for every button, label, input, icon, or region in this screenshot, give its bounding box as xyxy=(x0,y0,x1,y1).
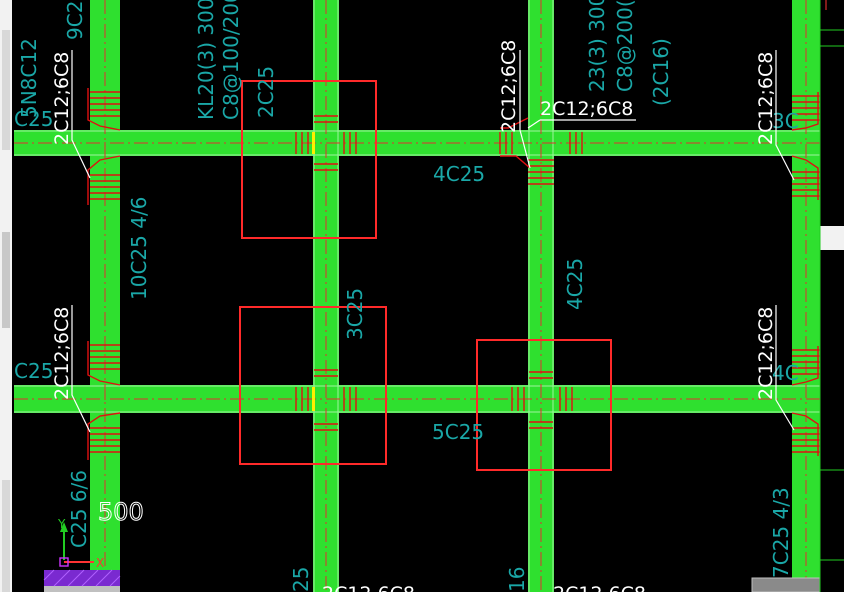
leader-line-4 xyxy=(527,119,636,129)
white-bottom-1: 2C12 6C8 xyxy=(322,583,415,592)
rebar-bend-left-bottom xyxy=(87,341,121,460)
ucs-icon: Y X xyxy=(57,517,104,570)
leader-line-6 xyxy=(775,305,795,431)
label-left-cut: 5N8C12 xyxy=(17,38,41,118)
beam-label-right-1: 23(3) 300 xyxy=(585,0,609,92)
label-10c25: 10C25 4/6 xyxy=(127,197,151,300)
label-left-cut-3: C25 xyxy=(14,359,53,383)
rebar-ticks-bottom-right-v xyxy=(529,371,553,429)
white-ann-5: 2C12;6C8 xyxy=(755,52,777,145)
leader-line-2 xyxy=(71,305,91,433)
label-left-bottom: C25 6/6 xyxy=(67,470,91,548)
right-guides xyxy=(819,0,844,592)
white-ann-1: 2C12;6C8 xyxy=(51,52,73,145)
beam-label-top: KL20(3) 300x xyxy=(194,0,218,120)
annotations-white: 2C12;6C8 2C12;6C8 2C12;6C8 2C12;6C8 2C12… xyxy=(51,40,777,592)
label-7c25: 7C25 4/3 xyxy=(769,487,793,578)
hatch-base xyxy=(44,586,120,592)
rebar-ticks-midright xyxy=(499,132,583,154)
rebar-ticks-bottom-mid xyxy=(295,387,357,411)
label-5c25: 5C25 xyxy=(432,420,484,444)
rebar-marks xyxy=(87,88,820,460)
leader-line-3 xyxy=(519,50,531,169)
beam-label-top-2: C8@100/200(2 xyxy=(219,0,243,120)
left-scrollbar[interactable] xyxy=(2,30,10,150)
rebar-ticks-bottom-mid-v xyxy=(314,369,338,431)
ucs-y-arrow xyxy=(60,522,68,532)
rebar-stirrups-left-top xyxy=(90,91,120,200)
selection-boxes xyxy=(239,80,612,471)
leader-line-1 xyxy=(71,50,91,179)
label-left-cut-2: C25 xyxy=(14,107,53,131)
label-4c25-col: 4C25 xyxy=(563,258,587,310)
leader-line-5 xyxy=(775,50,795,181)
rebar-stirrups-left-bottom xyxy=(90,344,120,453)
selection-box-1[interactable] xyxy=(241,80,377,239)
selection-box-3[interactable] xyxy=(476,339,612,471)
leader-lines xyxy=(71,50,795,433)
annotations-blue: KL20(3) 300x C8@100/200(2 2C25 4C25 5C25… xyxy=(14,0,799,592)
rebar-bend-midright xyxy=(500,117,531,169)
white-ann-3: 2C12;6C8 xyxy=(498,40,520,133)
beam-label-right-2: C8@200(2) xyxy=(613,0,637,92)
rebar-bend-right-bottom xyxy=(791,346,819,456)
rebar-bend-left-top xyxy=(87,88,121,205)
white-bottom-2: 2C12 6C8 xyxy=(553,583,646,592)
selection-box-2[interactable] xyxy=(239,306,387,465)
hatched-block-left xyxy=(43,569,121,592)
ucs-x-label: X xyxy=(96,556,104,570)
marker-yellow xyxy=(312,132,315,154)
rebar-ticks-top-mid-v xyxy=(314,115,338,171)
label-3c25: 3C25 xyxy=(343,288,367,340)
label-bottom-cut-2: 16 xyxy=(505,567,529,592)
white-ann-2: 2C12;6C8 xyxy=(51,307,73,400)
beam-label-top-3: 2C25 xyxy=(254,66,278,118)
rebar-stirrups-right-top xyxy=(792,95,820,197)
label-4c25-beam: 4C25 xyxy=(433,162,485,186)
rebar-ticks-top-mid xyxy=(295,132,357,154)
label-top-left-cut: 9C2 xyxy=(63,1,87,40)
rebar-bend-right-top xyxy=(791,92,819,200)
right-panel-tab[interactable] xyxy=(820,226,844,250)
rebar-ticks-bottom-right xyxy=(511,387,573,411)
ucs-y-label: Y xyxy=(57,517,66,531)
beam-label-right-3: (2C16) xyxy=(649,38,673,106)
left-scrollbar-thumb[interactable] xyxy=(2,232,10,328)
rebar-stirrups-midright xyxy=(528,159,554,185)
label-bottom-cut-1: 25 xyxy=(289,567,313,592)
left-scrollbar-lower[interactable] xyxy=(2,480,10,592)
marker-yellow xyxy=(312,387,315,411)
scale-label: 500 xyxy=(98,498,144,526)
white-ann-4: 2C12;6C8 xyxy=(540,98,633,120)
ucs-origin-box xyxy=(59,557,69,567)
white-ann-6: 2C12;6C8 xyxy=(755,307,777,400)
hatched-block-right xyxy=(751,577,821,592)
rebar-stirrups-right-bottom xyxy=(792,349,820,453)
hatch-lines xyxy=(43,569,121,587)
